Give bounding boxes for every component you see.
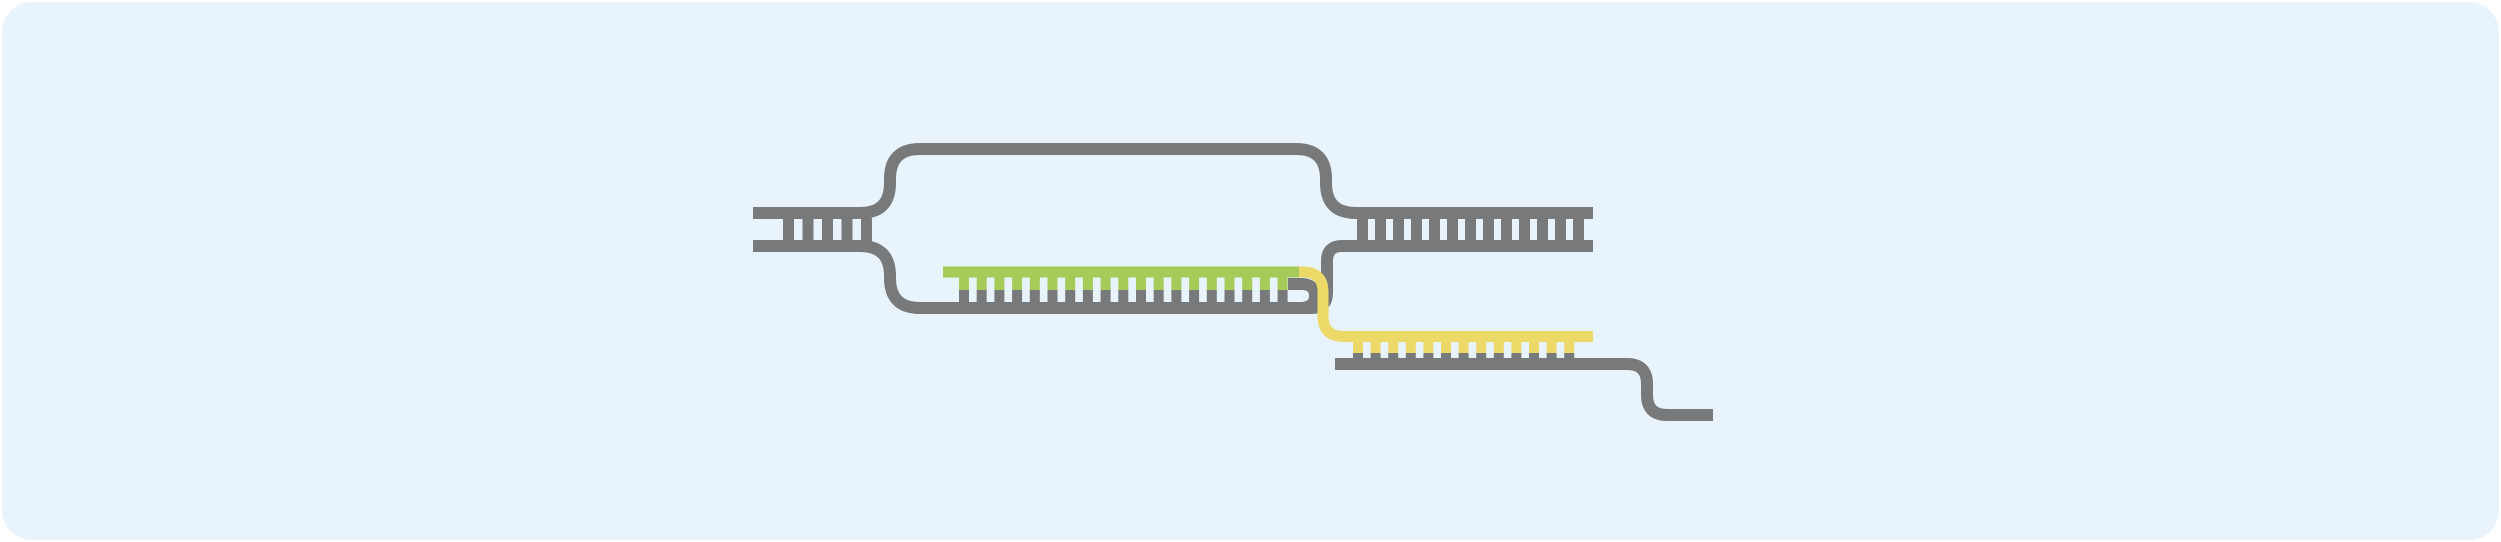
left-duplex-rungs — [861, 218, 872, 241]
green-hybrid-rungs — [1171, 277, 1182, 290]
left-duplex-rungs — [841, 218, 853, 241]
green-hybrid-rungs — [994, 277, 1005, 290]
green-hybrid-rungs — [1082, 277, 1093, 290]
green-hybrid-rungs — [1047, 290, 1058, 302]
yellow-tail-strand — [1297, 266, 1593, 342]
green-hybrid-rungs — [1082, 290, 1093, 302]
right-duplex-rungs — [1519, 218, 1530, 241]
yellow-hybrid-rungs — [1564, 353, 1575, 358]
green-hybrid-rungs — [1100, 277, 1111, 290]
green-hybrid-rungs — [1012, 277, 1023, 290]
green-hybrid-rungs — [1259, 277, 1270, 290]
yellow-hybrid-rungs — [1405, 341, 1416, 353]
yellow-hybrid-rungs — [1370, 341, 1381, 353]
yellow-hybrid-rungs — [1423, 341, 1434, 353]
yellow-hybrid-rungs — [1423, 353, 1434, 358]
template-top-strand — [753, 143, 1593, 219]
green-hybrid-rungs — [1136, 290, 1146, 302]
green-hybrid-rungs — [1206, 290, 1217, 302]
right-duplex-rungs — [1555, 218, 1566, 241]
green-hybrid-rungs — [1065, 277, 1076, 290]
yellow-hybrid-rungs — [1370, 353, 1381, 358]
green-hybrid-rungs — [1047, 277, 1058, 290]
right-duplex-rungs — [1429, 218, 1440, 241]
yellow-hybrid-rungs — [1458, 353, 1469, 358]
yellow-hybrid-rungs — [1441, 341, 1451, 353]
yellow-hybrid-rungs — [1476, 341, 1487, 353]
left-duplex-rungs — [783, 218, 794, 241]
green-hybrid-rungs — [1118, 290, 1129, 302]
green-hybrid-rungs — [1189, 277, 1200, 290]
green-hybrid-rungs — [1029, 290, 1040, 302]
green-hybrid-rungs — [1259, 290, 1270, 302]
right-duplex-rungs — [1483, 218, 1494, 241]
green-hybrid-rungs — [1065, 290, 1076, 302]
yellow-hybrid-rungs — [1546, 341, 1557, 353]
green-hybrid-rungs — [1277, 277, 1288, 290]
green-hybrid-rungs — [1206, 277, 1217, 290]
green-hybrid-rungs — [994, 290, 1005, 302]
left-duplex-rungs — [822, 218, 833, 241]
green-hybrid-rungs — [1224, 277, 1235, 290]
yellow-hybrid-rungs — [1441, 353, 1451, 358]
right-duplex-rungs — [1537, 218, 1548, 241]
yellow-hybrid-rungs — [1546, 353, 1557, 358]
right-duplex-rungs — [1465, 218, 1476, 241]
green-hybrid-rungs — [1029, 277, 1040, 290]
green-hybrid-rungs — [1171, 290, 1182, 302]
right-duplex-rungs — [1375, 218, 1386, 241]
green-hybrid-rungs — [1242, 277, 1253, 290]
green-hybrid-rungs — [1118, 277, 1129, 290]
yellow-hybrid-rungs — [1511, 353, 1522, 358]
left-duplex-rungs — [802, 218, 814, 241]
right-duplex-rungs — [1447, 218, 1458, 241]
green-hybrid-rungs — [1153, 290, 1164, 302]
yellow-hybrid-rungs — [1564, 341, 1575, 353]
yellow-hybrid-rungs — [1476, 353, 1487, 358]
right-duplex-rungs — [1501, 218, 1512, 241]
yellow-hybrid-rungs — [1493, 341, 1504, 353]
yellow-hybrid-rungs — [1493, 353, 1504, 358]
yellow-hybrid-rungs — [1353, 341, 1363, 353]
yellow-hybrid-rungs — [1388, 341, 1399, 353]
right-duplex-rungs — [1393, 218, 1404, 241]
right-duplex-rungs — [1573, 218, 1584, 241]
green-hybrid-rungs — [1224, 290, 1235, 302]
green-hybrid-rungs — [976, 290, 987, 302]
green-hybrid-rungs — [976, 277, 987, 290]
yellow-hybrid-rungs — [1511, 341, 1522, 353]
displaced-lower-strand — [1335, 358, 1713, 421]
yellow-hybrid-rungs — [1388, 353, 1399, 358]
green-hybrid-rungs — [959, 290, 969, 302]
green-hybrid-rungs — [959, 277, 969, 290]
yellow-hybrid-rungs — [1529, 353, 1539, 358]
right-duplex-rungs — [1411, 218, 1422, 241]
green-hybrid-rungs — [1136, 277, 1146, 290]
yellow-hybrid-rungs — [1353, 353, 1363, 358]
green-hybrid-rungs — [1277, 290, 1288, 302]
template-bottom-strand-with-folded-end — [753, 240, 1321, 314]
yellow-hybrid-rungs — [1405, 353, 1416, 358]
green-hybrid-rungs — [1100, 290, 1111, 302]
green-hybrid-rungs — [1242, 290, 1253, 302]
yellow-hybrid-rungs — [1458, 341, 1469, 353]
green-hybrid-rungs — [1012, 290, 1023, 302]
green-hybrid-rungs — [1189, 290, 1200, 302]
green-hybrid-rungs — [1153, 277, 1164, 290]
right-duplex-rungs — [1357, 218, 1368, 241]
yellow-hybrid-rungs — [1529, 341, 1539, 353]
